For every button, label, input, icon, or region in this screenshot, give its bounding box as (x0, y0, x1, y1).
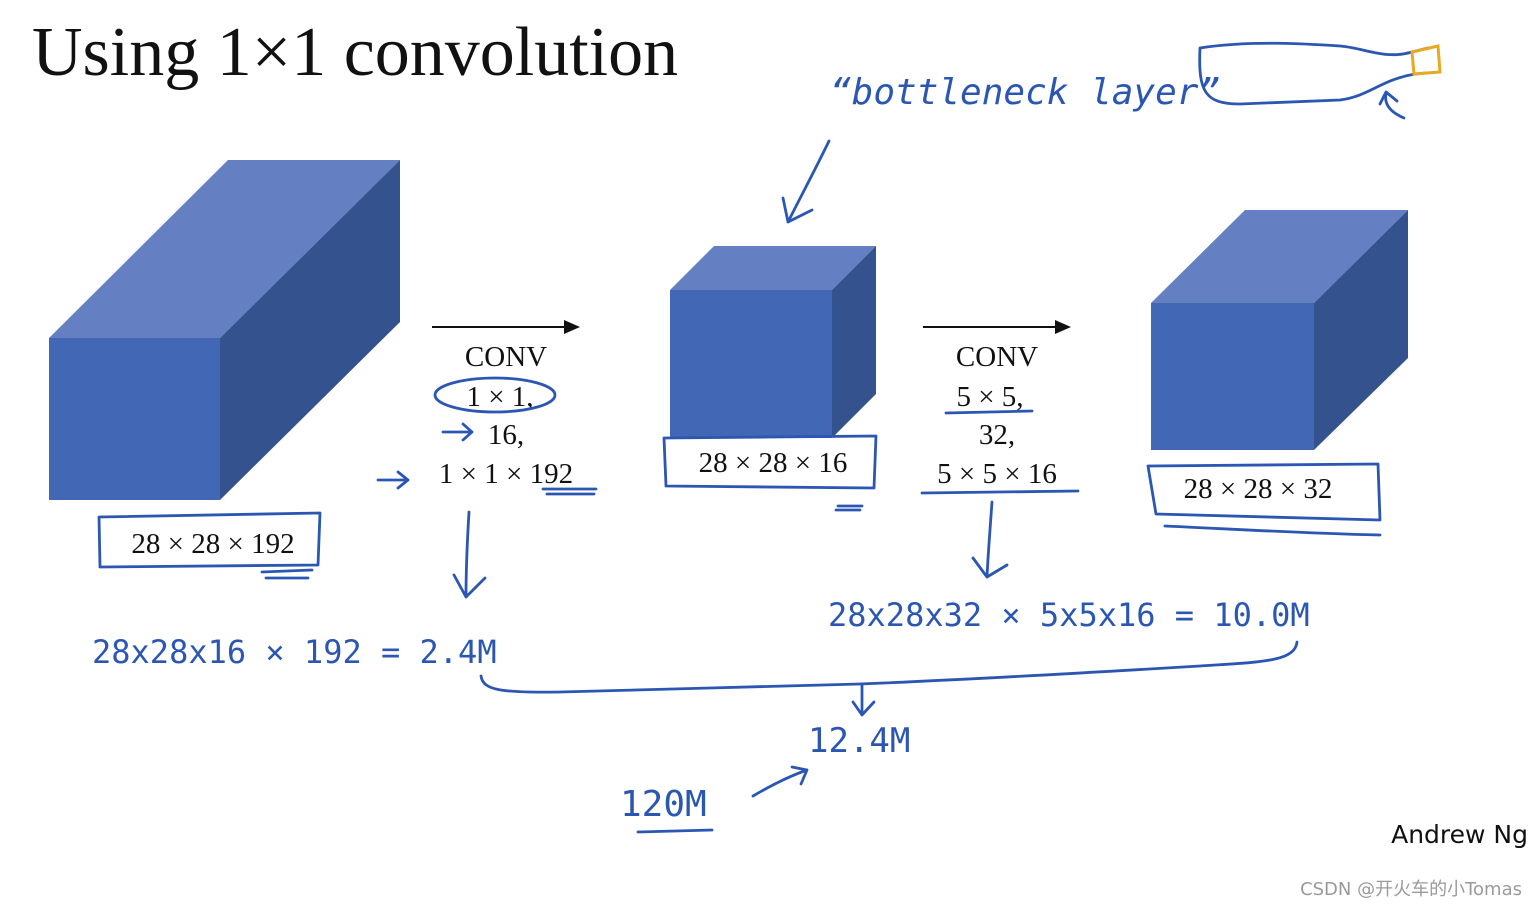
conv1-filters: 16, (488, 419, 524, 451)
total-pointer-arrow (851, 682, 876, 717)
cube-top-face (1151, 210, 1408, 303)
bottleneck-label-box (662, 434, 878, 490)
bottle-highlight-mark (1410, 44, 1442, 76)
shape-pointer-arrow (376, 470, 410, 490)
bottle-sketch-icon (1198, 41, 1430, 106)
bottleneck-layer-note: “bottleneck layer” (830, 72, 1220, 113)
conv1-kernel: 1 × 1, (466, 381, 533, 413)
cube-top-face (49, 160, 400, 338)
conv2-shape: 5 × 5 × 16 (937, 458, 1057, 490)
input-192-underline (260, 568, 314, 580)
cost1-note: 28x28x16 × 192 = 2.4M (92, 633, 497, 671)
conv1-label: CONV (465, 341, 547, 373)
slide-title: Using 1×1 convolution (32, 14, 679, 91)
output-label-underline (1163, 524, 1382, 537)
bottle-neck-arrow (1378, 90, 1406, 120)
conv1-arrow (432, 320, 580, 334)
compare-underline (636, 828, 714, 834)
naive-cost-note: 120M (620, 784, 707, 825)
bottleneck-volume-label: 28 × 28 × 16 (699, 447, 848, 479)
cube-front-face (49, 338, 220, 500)
author-credit: Andrew Ng (1391, 820, 1528, 849)
cube-side-face (832, 246, 876, 438)
input-volume-cube (49, 160, 400, 500)
input-volume-label: 28 × 28 × 192 (131, 528, 294, 560)
cube-side-face (1314, 210, 1408, 450)
conv2-kernel-underline (944, 409, 1034, 415)
hand-annotations (97, 41, 1442, 834)
conv2-arrow (923, 320, 1071, 334)
bottleneck-pointer-arrow (781, 139, 831, 224)
cube-side-face (220, 160, 400, 500)
conv1-192-underline (541, 487, 598, 496)
bottleneck-16-underline (834, 504, 864, 512)
total-cost-note: 12.4M (808, 721, 910, 761)
output-volume-cube (1151, 210, 1408, 450)
cost2-note: 28x28x32 × 5x5x16 = 10.0M (828, 596, 1310, 634)
output-volume-label: 28 × 28 × 32 (1184, 473, 1333, 505)
cube-front-face (670, 290, 832, 438)
cube-front-face (1151, 303, 1314, 450)
input-label-box (97, 511, 322, 569)
conv2-shape-underline (920, 489, 1080, 495)
cost-sum-brace (479, 640, 1299, 694)
conv2-kernel: 5 × 5, (956, 381, 1023, 413)
conv2-down-arrow (971, 500, 1009, 579)
conv1-down-arrow (452, 510, 487, 599)
output-label-box (1146, 462, 1382, 522)
conv2-filters: 32, (979, 419, 1015, 451)
conv1-shape: 1 × 1 × 192 (439, 458, 573, 490)
cube-top-face (670, 246, 876, 290)
conv2-label: CONV (956, 341, 1038, 373)
compare-arrow (751, 765, 809, 798)
filters-pointer-arrow (441, 422, 474, 442)
watermark: CSDN @开火车的小Tomas (1300, 879, 1522, 900)
bottleneck-volume-cube (670, 246, 876, 438)
conv1-kernel-circle (433, 376, 557, 414)
